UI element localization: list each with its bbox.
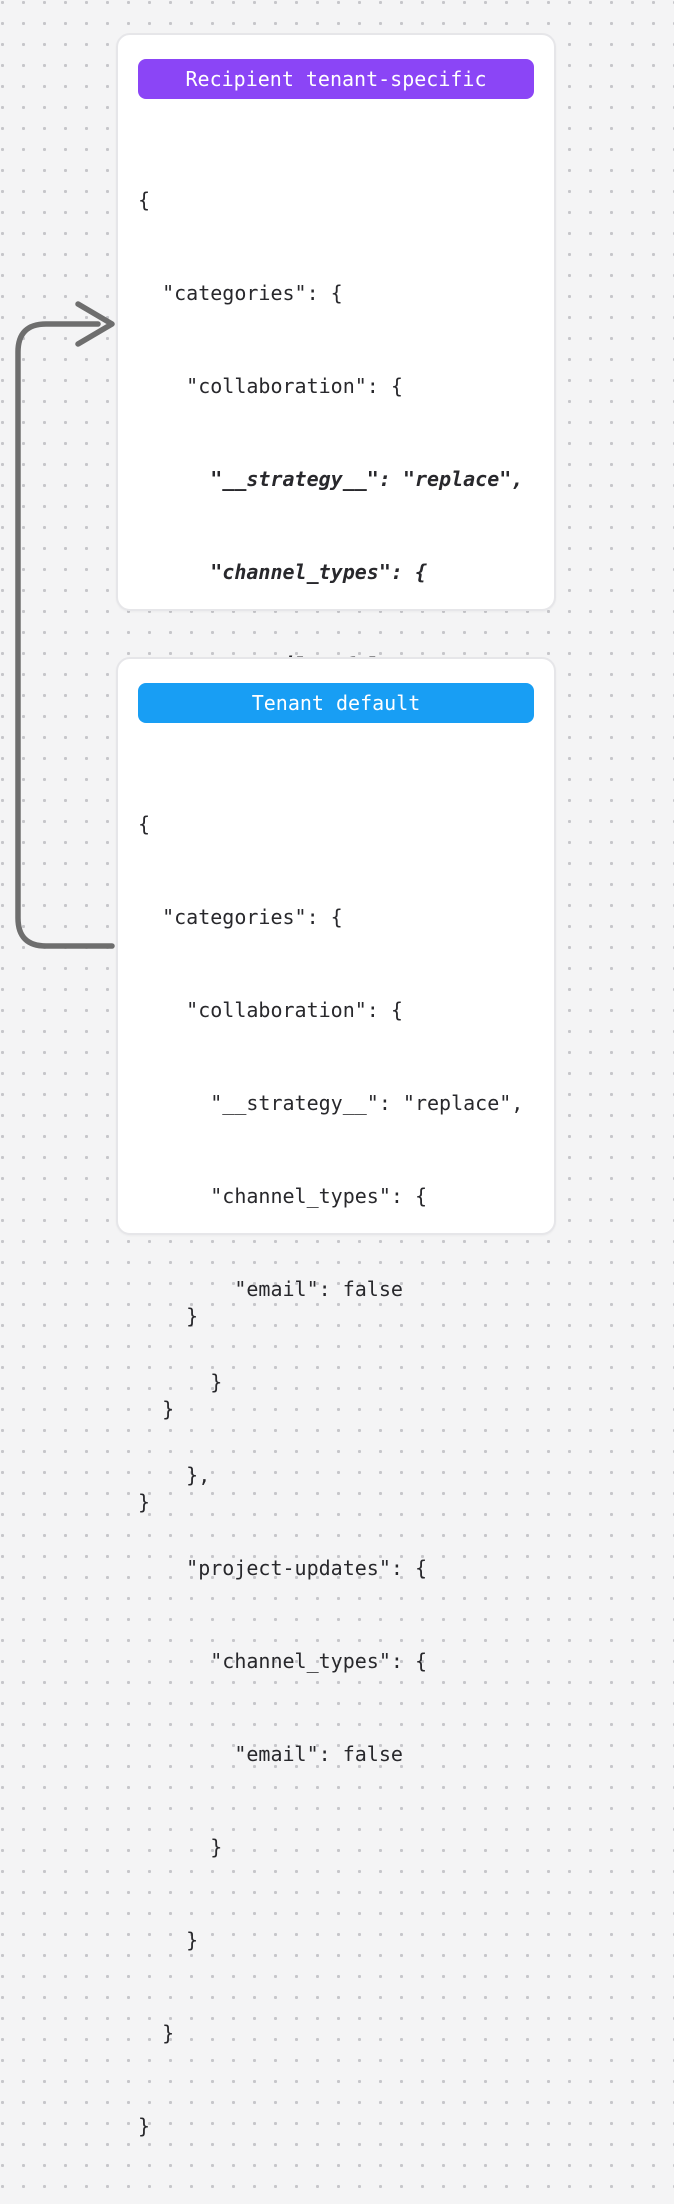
code-line: "channel_types": { bbox=[138, 560, 427, 584]
code-line: "__strategy__": "replace", bbox=[138, 467, 524, 491]
code-line: }, bbox=[138, 1463, 211, 1487]
arrow-shaft bbox=[15, 321, 115, 949]
code-line: "__strategy__": "replace", bbox=[138, 1091, 524, 1115]
code-line: "categories": { bbox=[138, 905, 343, 929]
code-line: } bbox=[138, 1370, 223, 1394]
code-line: { bbox=[138, 812, 151, 836]
code-line: "email": false bbox=[138, 1742, 403, 1766]
code-line: "collaboration": { bbox=[138, 374, 403, 398]
merge-flow-arrow bbox=[15, 301, 115, 949]
code-line: "categories": { bbox=[138, 281, 343, 305]
code-line: } bbox=[138, 2021, 175, 2045]
code-line: { bbox=[138, 188, 151, 212]
recipient-tenant-specific-badge: Recipient tenant-specific bbox=[138, 59, 534, 99]
tenant-default-badge: Tenant default bbox=[138, 683, 534, 723]
code-line: "channel_types": { bbox=[138, 1184, 427, 1208]
code-line: } bbox=[138, 2114, 151, 2138]
recipient-tenant-specific-card: Recipient tenant-specific { "categories"… bbox=[116, 33, 556, 1514]
tenant-default-card: Tenant default { "categories": { "collab… bbox=[116, 657, 556, 2138]
code-line: "email": false bbox=[138, 1277, 403, 1301]
code-line: "collaboration": { bbox=[138, 998, 403, 1022]
arrow-head-icon bbox=[75, 301, 115, 347]
code-line: "project-updates": { bbox=[138, 1556, 427, 1580]
code-line: } bbox=[138, 1928, 199, 1952]
tenant-default-json-code-block: { "categories": { "collaboration": { "__… bbox=[138, 747, 534, 2204]
code-line: } bbox=[138, 1835, 223, 1859]
code-line: "channel_types": { bbox=[138, 1649, 427, 1673]
